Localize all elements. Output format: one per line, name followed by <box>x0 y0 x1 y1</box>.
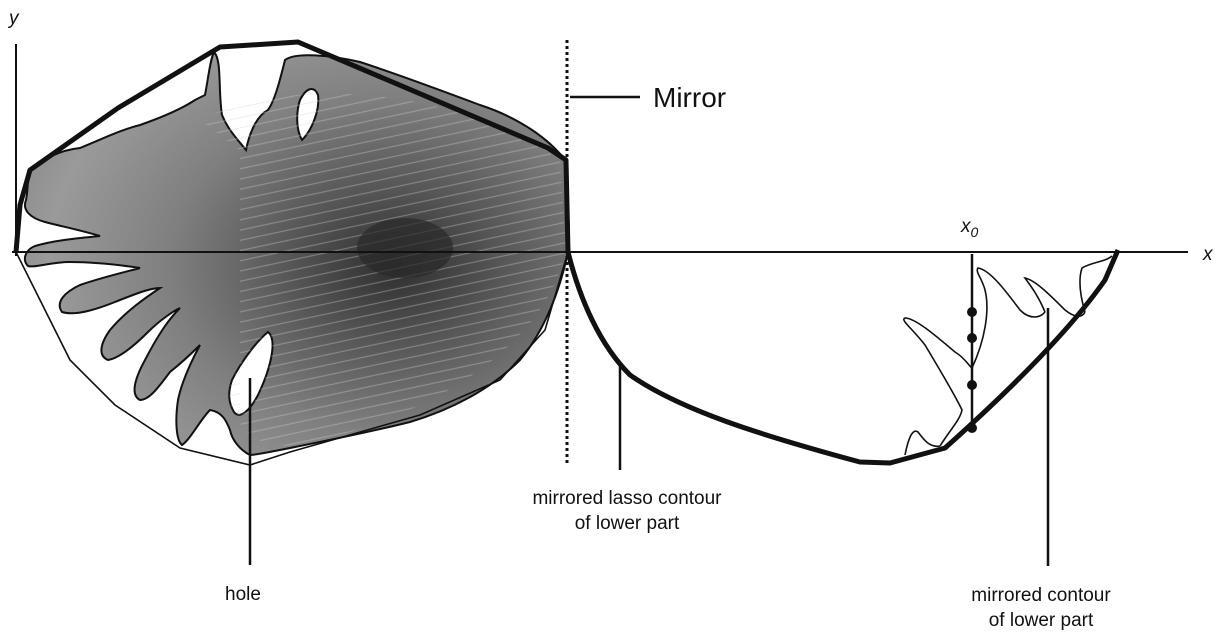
mirrored-contour-fingers <box>904 256 1112 455</box>
x-axis-label: x <box>1202 244 1214 265</box>
hole-label: hole <box>225 584 261 605</box>
mirrored-lasso-contour <box>568 250 1118 463</box>
contour-label-line1: mirrored contour <box>971 585 1111 606</box>
x0-label-sub: 0 <box>971 224 979 240</box>
specimen-image <box>25 52 569 455</box>
intersection-point <box>967 307 977 317</box>
specimen-core <box>357 218 453 278</box>
x0-label: x0 <box>960 216 979 240</box>
intersection-point <box>967 333 977 343</box>
y-axis-label: y <box>7 8 20 29</box>
intersection-point <box>967 423 977 433</box>
lasso-label-line2: of lower part <box>575 513 680 534</box>
intersection-point <box>967 380 977 390</box>
mirror-label: Mirror <box>653 82 726 113</box>
contour-label-line2: of lower part <box>989 610 1094 631</box>
lasso-label-line1: mirrored lasso contour <box>532 488 722 509</box>
